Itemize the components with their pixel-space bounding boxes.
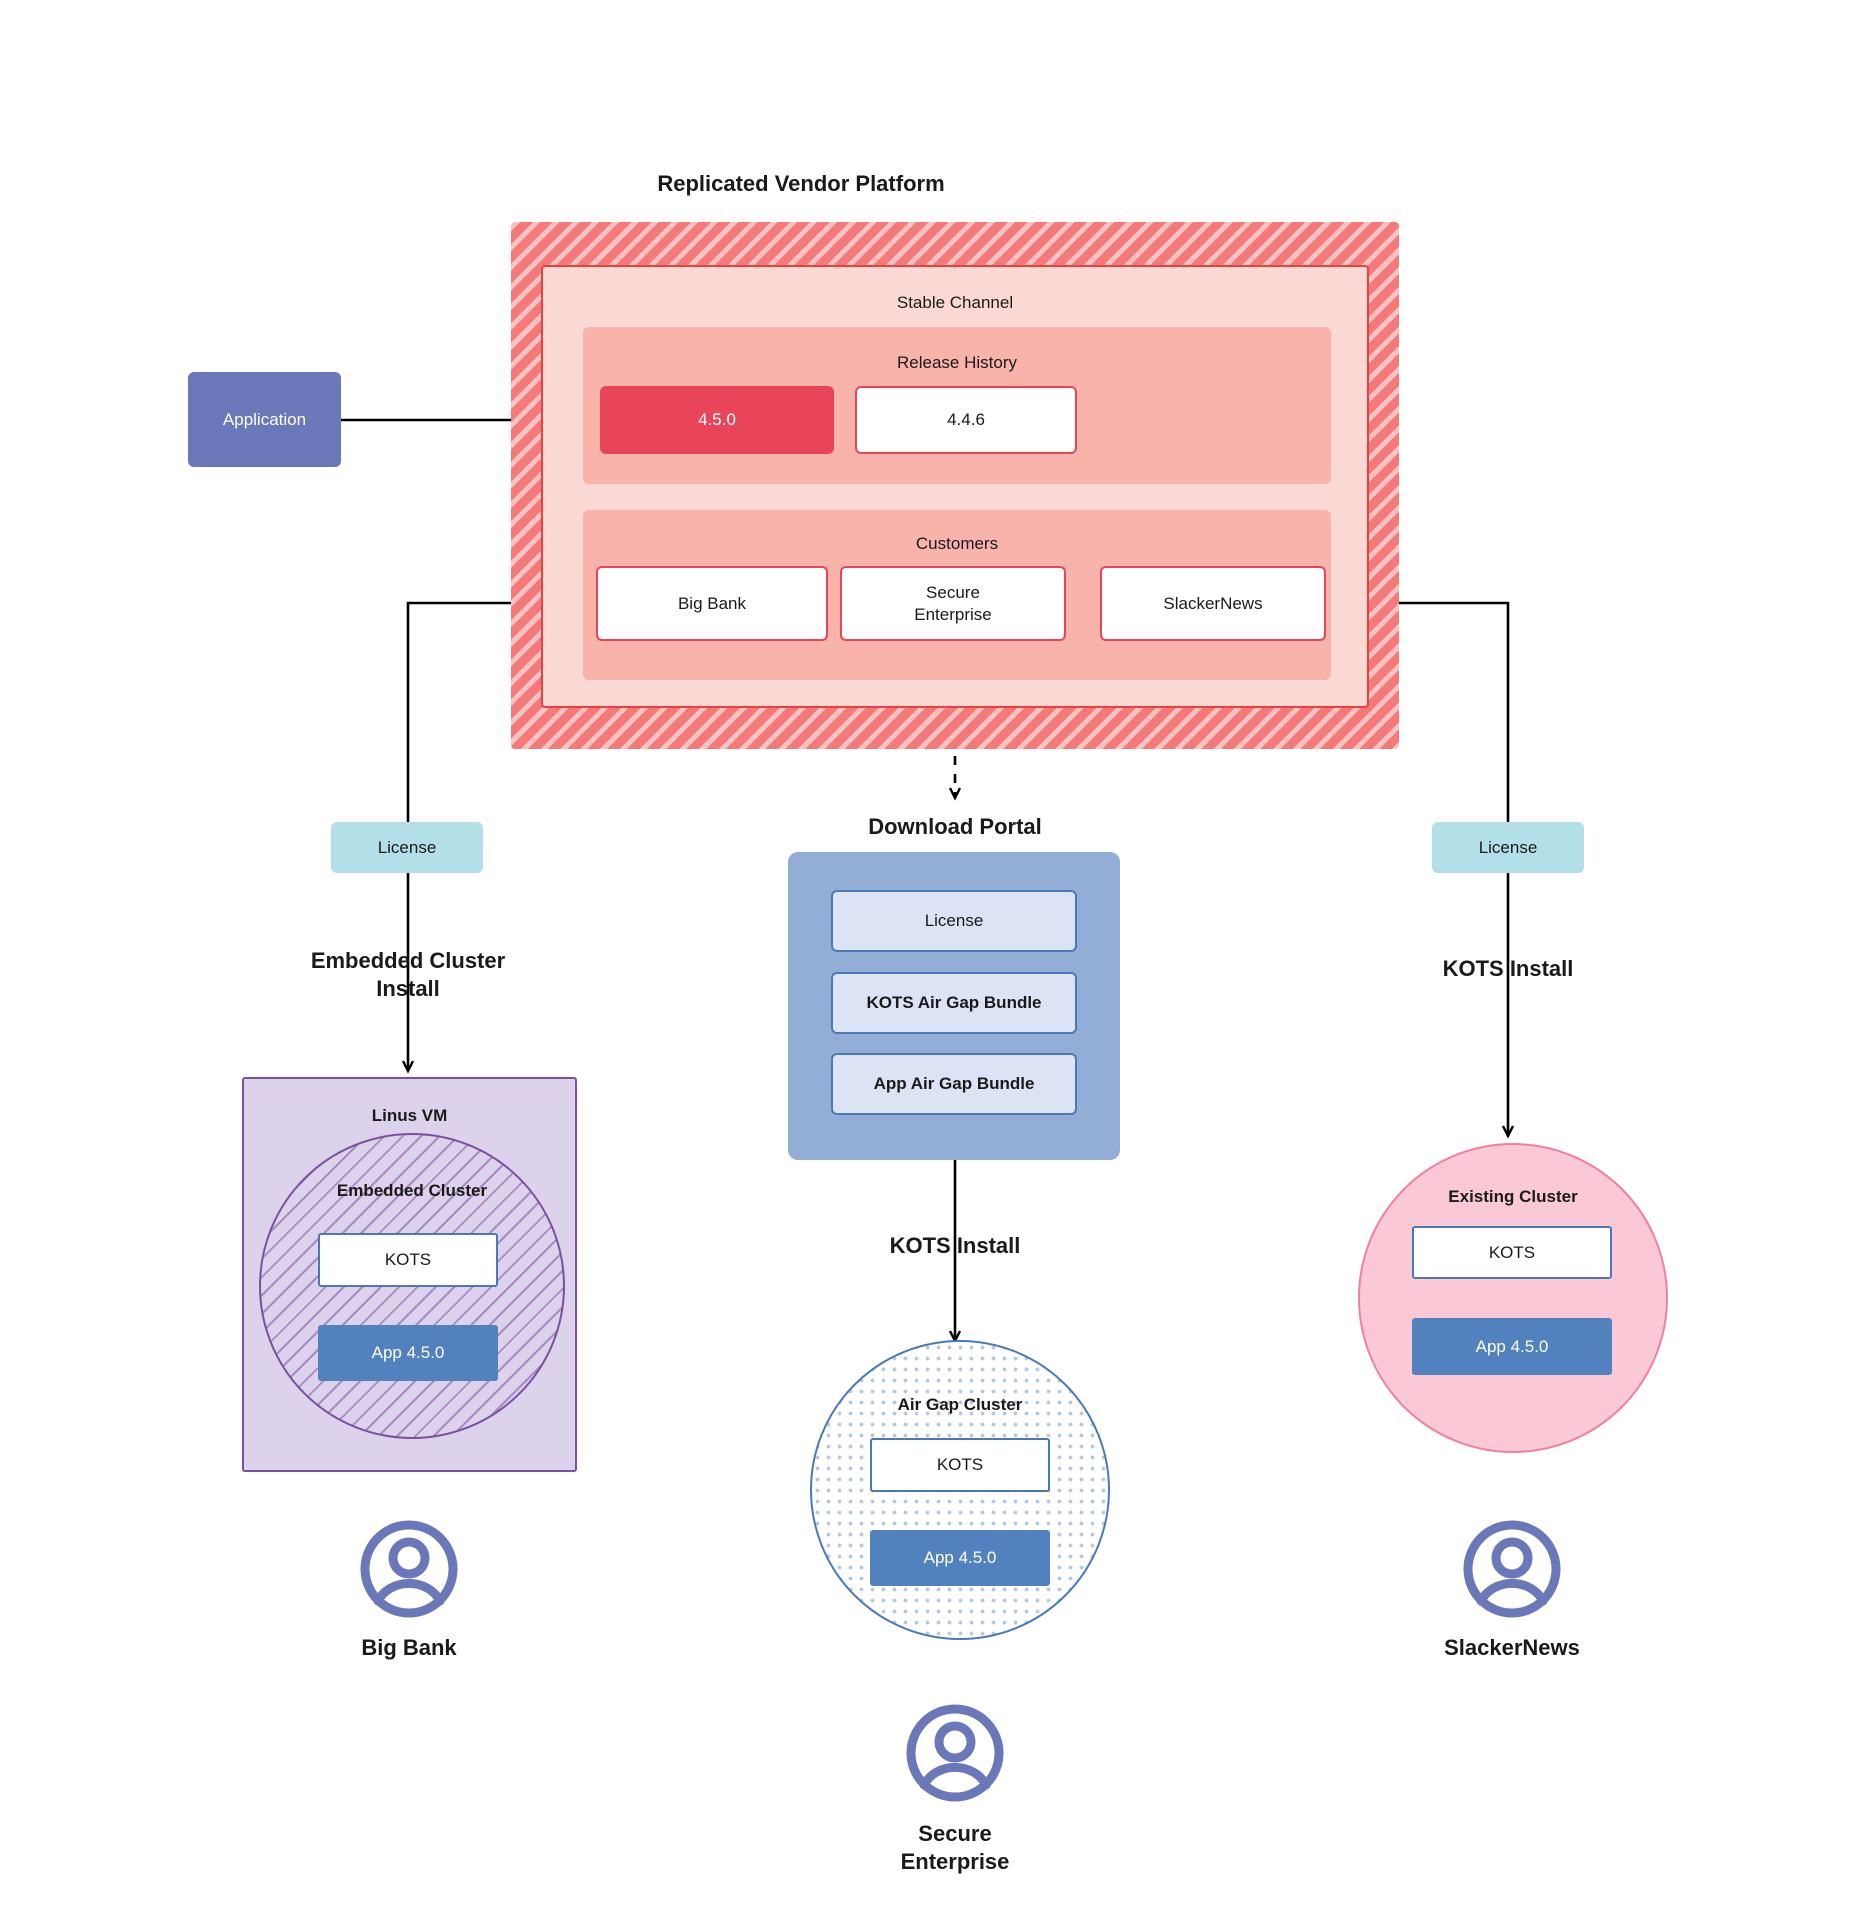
diagram-title: Replicated Vendor Platform [657,171,945,196]
actor-label-slackernews: SlackerNews [1444,1635,1580,1660]
user-avatar-icon [906,1704,1004,1802]
release-item-previous[interactable]: 4.4.6 [855,386,1077,454]
edge-label-kots-install-right: KOTS Install [1442,956,1574,981]
app-version-box-right[interactable]: App 4.5.0 [1412,1318,1612,1375]
existing-cluster-label: Existing Cluster [1448,1187,1578,1206]
app-version-box-middle[interactable]: App 4.5.0 [870,1530,1050,1586]
release-history-label: Release History [897,353,1017,372]
stable-channel-label: Stable Channel [896,293,1014,312]
air-gap-cluster-label: Air Gap Cluster [897,1395,1023,1414]
customer-item-big-bank[interactable]: Big Bank [596,566,828,641]
linux-vm-label: Linus VM [371,1106,448,1125]
portal-item-license[interactable]: License [831,890,1077,952]
customer-item-slackernews[interactable]: SlackerNews [1100,566,1326,641]
license-box-right[interactable]: License [1432,822,1584,873]
customers-label: Customers [915,534,999,553]
customer-item-secure-enterprise[interactable]: Secure Enterprise [840,566,1066,641]
download-portal-title: Download Portal [868,814,1042,839]
user-avatar-icon [1463,1520,1561,1618]
edge-label-embedded-cluster-install: Embedded Cluster Install [310,948,506,1001]
actor-label-big-bank: Big Bank [361,1635,457,1660]
release-item-current[interactable]: 4.5.0 [600,386,834,454]
app-version-box-left[interactable]: App 4.5.0 [318,1325,498,1381]
portal-item-app-air-gap-bundle[interactable]: App Air Gap Bundle [831,1053,1077,1115]
actor-label-secure-enterprise: Secure Enterprise [900,1821,1010,1874]
existing-cluster-circle [1358,1143,1668,1453]
user-avatar-icon [360,1520,458,1618]
kots-box-middle[interactable]: KOTS [870,1438,1050,1492]
edge-label-kots-install-middle: KOTS Install [889,1233,1021,1258]
kots-box-left[interactable]: KOTS [318,1233,498,1287]
portal-item-kots-air-gap-bundle[interactable]: KOTS Air Gap Bundle [831,972,1077,1034]
embedded-cluster-label: Embedded Cluster [336,1181,488,1200]
application-box[interactable]: Application [188,372,341,467]
kots-box-right[interactable]: KOTS [1412,1226,1612,1279]
license-box-left[interactable]: License [331,822,483,873]
